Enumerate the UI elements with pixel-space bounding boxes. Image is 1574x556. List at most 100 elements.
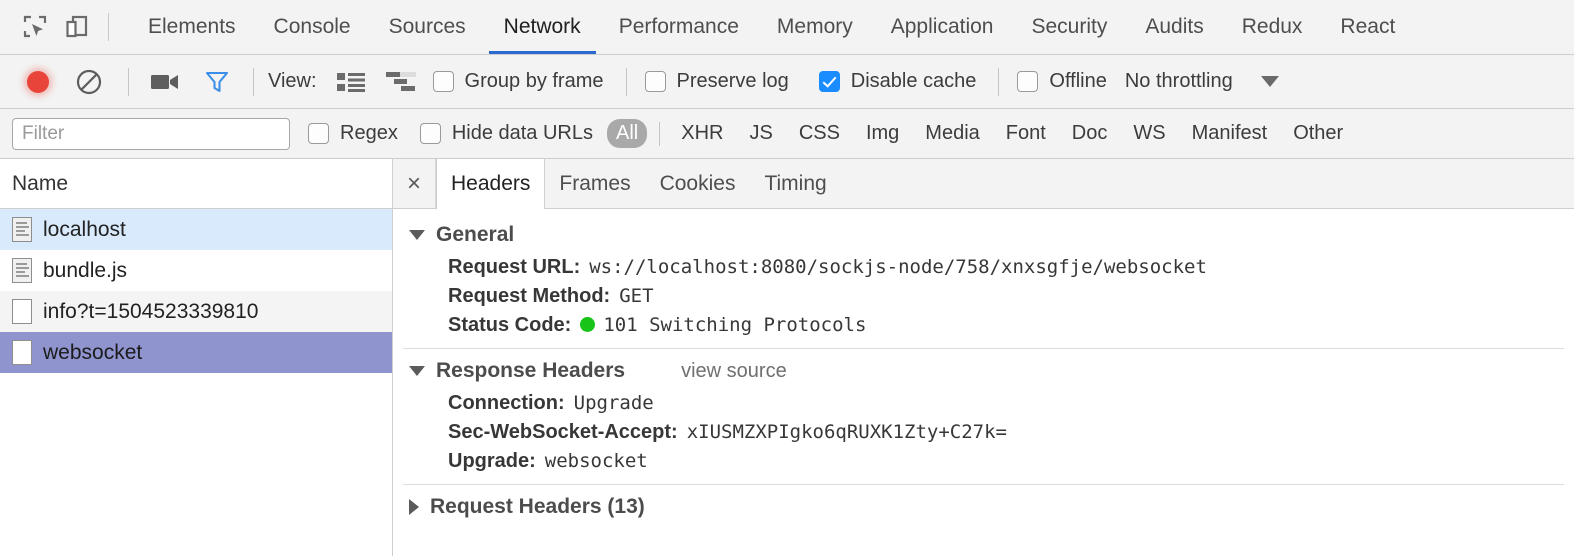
header-row-sec-websocket-accept: Sec-WebSocket-Accept: xIUSMZXPIgko6qRUXK… bbox=[393, 418, 1574, 447]
request-row-websocket[interactable]: websocket bbox=[0, 332, 392, 373]
device-toolbar-icon[interactable] bbox=[56, 0, 98, 54]
tab-memory[interactable]: Memory bbox=[776, 15, 853, 38]
header-value: 101 Switching Protocols bbox=[603, 314, 867, 336]
regex-checkbox[interactable]: Regex bbox=[308, 122, 398, 145]
request-list-panel: Name localhost bundle.js info?t=15045233… bbox=[0, 159, 393, 556]
triangle-expanded-icon bbox=[409, 366, 425, 376]
tab-sources[interactable]: Sources bbox=[388, 15, 466, 38]
checkbox-box bbox=[432, 71, 454, 92]
filter-input[interactable] bbox=[12, 117, 290, 150]
checkbox-box bbox=[419, 123, 441, 144]
tab-redux[interactable]: Redux bbox=[1241, 15, 1303, 38]
offline-label: Offline bbox=[1049, 70, 1107, 92]
preserve-log-checkbox[interactable]: Preserve log bbox=[644, 70, 789, 93]
detail-tabbar: × Headers Frames Cookies Timing bbox=[393, 159, 1574, 209]
request-name: bundle.js bbox=[43, 258, 128, 282]
section-request-headers-header[interactable]: Request Headers (13) bbox=[393, 489, 1574, 525]
tab-performance[interactable]: Performance bbox=[618, 15, 739, 38]
filter-type-img[interactable]: Img bbox=[865, 122, 900, 144]
filter-type-font[interactable]: Font bbox=[1005, 122, 1046, 144]
main-tabbar: Elements Console Sources Network Perform… bbox=[0, 0, 1574, 55]
filter-type-js[interactable]: JS bbox=[749, 122, 773, 144]
tab-console[interactable]: Console bbox=[273, 15, 351, 38]
list-view-button[interactable] bbox=[327, 55, 375, 109]
tab-timing[interactable]: Timing bbox=[764, 171, 827, 195]
request-row-bundle-js[interactable]: bundle.js bbox=[0, 250, 392, 291]
triangle-collapsed-icon bbox=[409, 499, 419, 515]
header-value: Upgrade bbox=[573, 392, 654, 414]
request-row-info[interactable]: info?t=1504523339810 bbox=[0, 291, 392, 332]
record-button[interactable] bbox=[16, 55, 60, 109]
checkbox-box-checked bbox=[818, 71, 840, 92]
filter-bar: Regex Hide data URLs All XHR JS CSS Img … bbox=[0, 109, 1574, 159]
request-name: info?t=1504523339810 bbox=[43, 299, 259, 323]
chevron-down-icon[interactable] bbox=[1260, 76, 1279, 87]
section-title: Request Headers (13) bbox=[430, 495, 645, 518]
filter-type-media[interactable]: Media bbox=[925, 122, 980, 144]
tab-react[interactable]: React bbox=[1340, 15, 1396, 38]
throttling-select[interactable]: No throttling bbox=[1124, 70, 1233, 92]
filter-type-doc[interactable]: Doc bbox=[1071, 122, 1108, 144]
hide-data-urls-label: Hide data URLs bbox=[451, 122, 593, 144]
group-by-frame-checkbox[interactable]: Group by frame bbox=[432, 70, 604, 93]
list-view-icon bbox=[336, 72, 365, 92]
request-row-localhost[interactable]: localhost bbox=[0, 209, 392, 250]
toolbar-divider bbox=[128, 67, 129, 96]
disable-cache-checkbox[interactable]: Disable cache bbox=[818, 70, 976, 93]
triangle-expanded-icon bbox=[409, 230, 425, 240]
tab-elements[interactable]: Elements bbox=[148, 15, 236, 38]
tab-audits[interactable]: Audits bbox=[1145, 15, 1204, 38]
request-detail-panel: × Headers Frames Cookies Timing General … bbox=[393, 159, 1574, 556]
hide-data-urls-checkbox[interactable]: Hide data URLs bbox=[419, 122, 593, 145]
offline-checkbox[interactable]: Offline bbox=[1017, 70, 1107, 93]
view-label: View: bbox=[268, 70, 317, 92]
filter-type-other[interactable]: Other bbox=[1293, 122, 1344, 144]
tab-cookies[interactable]: Cookies bbox=[659, 171, 736, 195]
regex-label: Regex bbox=[340, 122, 398, 144]
tab-headers[interactable]: Headers bbox=[436, 159, 546, 209]
network-toolbar: View: Group by frame bbox=[0, 55, 1574, 109]
section-divider bbox=[403, 484, 1564, 485]
tab-network[interactable]: Network bbox=[485, 0, 600, 54]
header-row-request-url: Request URL: ws://localhost:8080/sockjs-… bbox=[393, 253, 1574, 282]
clear-button[interactable] bbox=[60, 55, 118, 109]
toolbar-divider bbox=[108, 13, 109, 41]
filter-funnel-icon bbox=[205, 71, 229, 92]
waterfall-view-button[interactable] bbox=[375, 55, 427, 109]
filter-type-manifest[interactable]: Manifest bbox=[1191, 122, 1268, 144]
filter-type-all[interactable]: All bbox=[607, 119, 648, 148]
tab-security[interactable]: Security bbox=[1031, 15, 1108, 38]
clear-icon bbox=[76, 69, 102, 94]
toolbar-divider bbox=[625, 67, 627, 96]
section-general-header[interactable]: General bbox=[393, 217, 1574, 253]
inspect-element-icon[interactable] bbox=[14, 0, 56, 54]
header-row-request-method: Request Method: GET bbox=[393, 282, 1574, 311]
section-response-headers-header[interactable]: Response Headers view source bbox=[393, 353, 1574, 389]
filter-toggle-button[interactable] bbox=[191, 55, 243, 109]
tab-frames[interactable]: Frames bbox=[559, 171, 631, 195]
filter-type-xhr[interactable]: XHR bbox=[681, 122, 724, 144]
header-key: Upgrade: bbox=[448, 450, 536, 472]
tab-application[interactable]: Application bbox=[890, 15, 994, 38]
view-source-link[interactable]: view source bbox=[681, 359, 787, 382]
close-icon[interactable]: × bbox=[393, 159, 436, 208]
header-row-upgrade: Upgrade: websocket bbox=[393, 447, 1574, 476]
toolbar-divider bbox=[253, 67, 254, 96]
section-divider bbox=[403, 348, 1564, 349]
section-title: General bbox=[436, 223, 515, 246]
checkbox-box bbox=[644, 71, 666, 92]
group-by-frame-label: Group by frame bbox=[464, 70, 604, 92]
record-icon bbox=[27, 70, 49, 93]
header-key: Status Code: bbox=[448, 314, 572, 336]
capture-screenshots-button[interactable] bbox=[139, 55, 191, 109]
column-header-name[interactable]: Name bbox=[0, 159, 392, 209]
status-ok-icon bbox=[580, 317, 596, 332]
toolbar-divider bbox=[659, 121, 661, 146]
request-name: localhost bbox=[43, 217, 126, 241]
filter-type-ws[interactable]: WS bbox=[1133, 122, 1166, 144]
filter-type-css[interactable]: CSS bbox=[798, 122, 840, 144]
panel-tabs: Elements Console Sources Network Perform… bbox=[129, 0, 1414, 54]
header-row-status-code: Status Code: 101 Switching Protocols bbox=[393, 311, 1574, 340]
headers-content: General Request URL: ws://localhost:8080… bbox=[393, 209, 1574, 556]
